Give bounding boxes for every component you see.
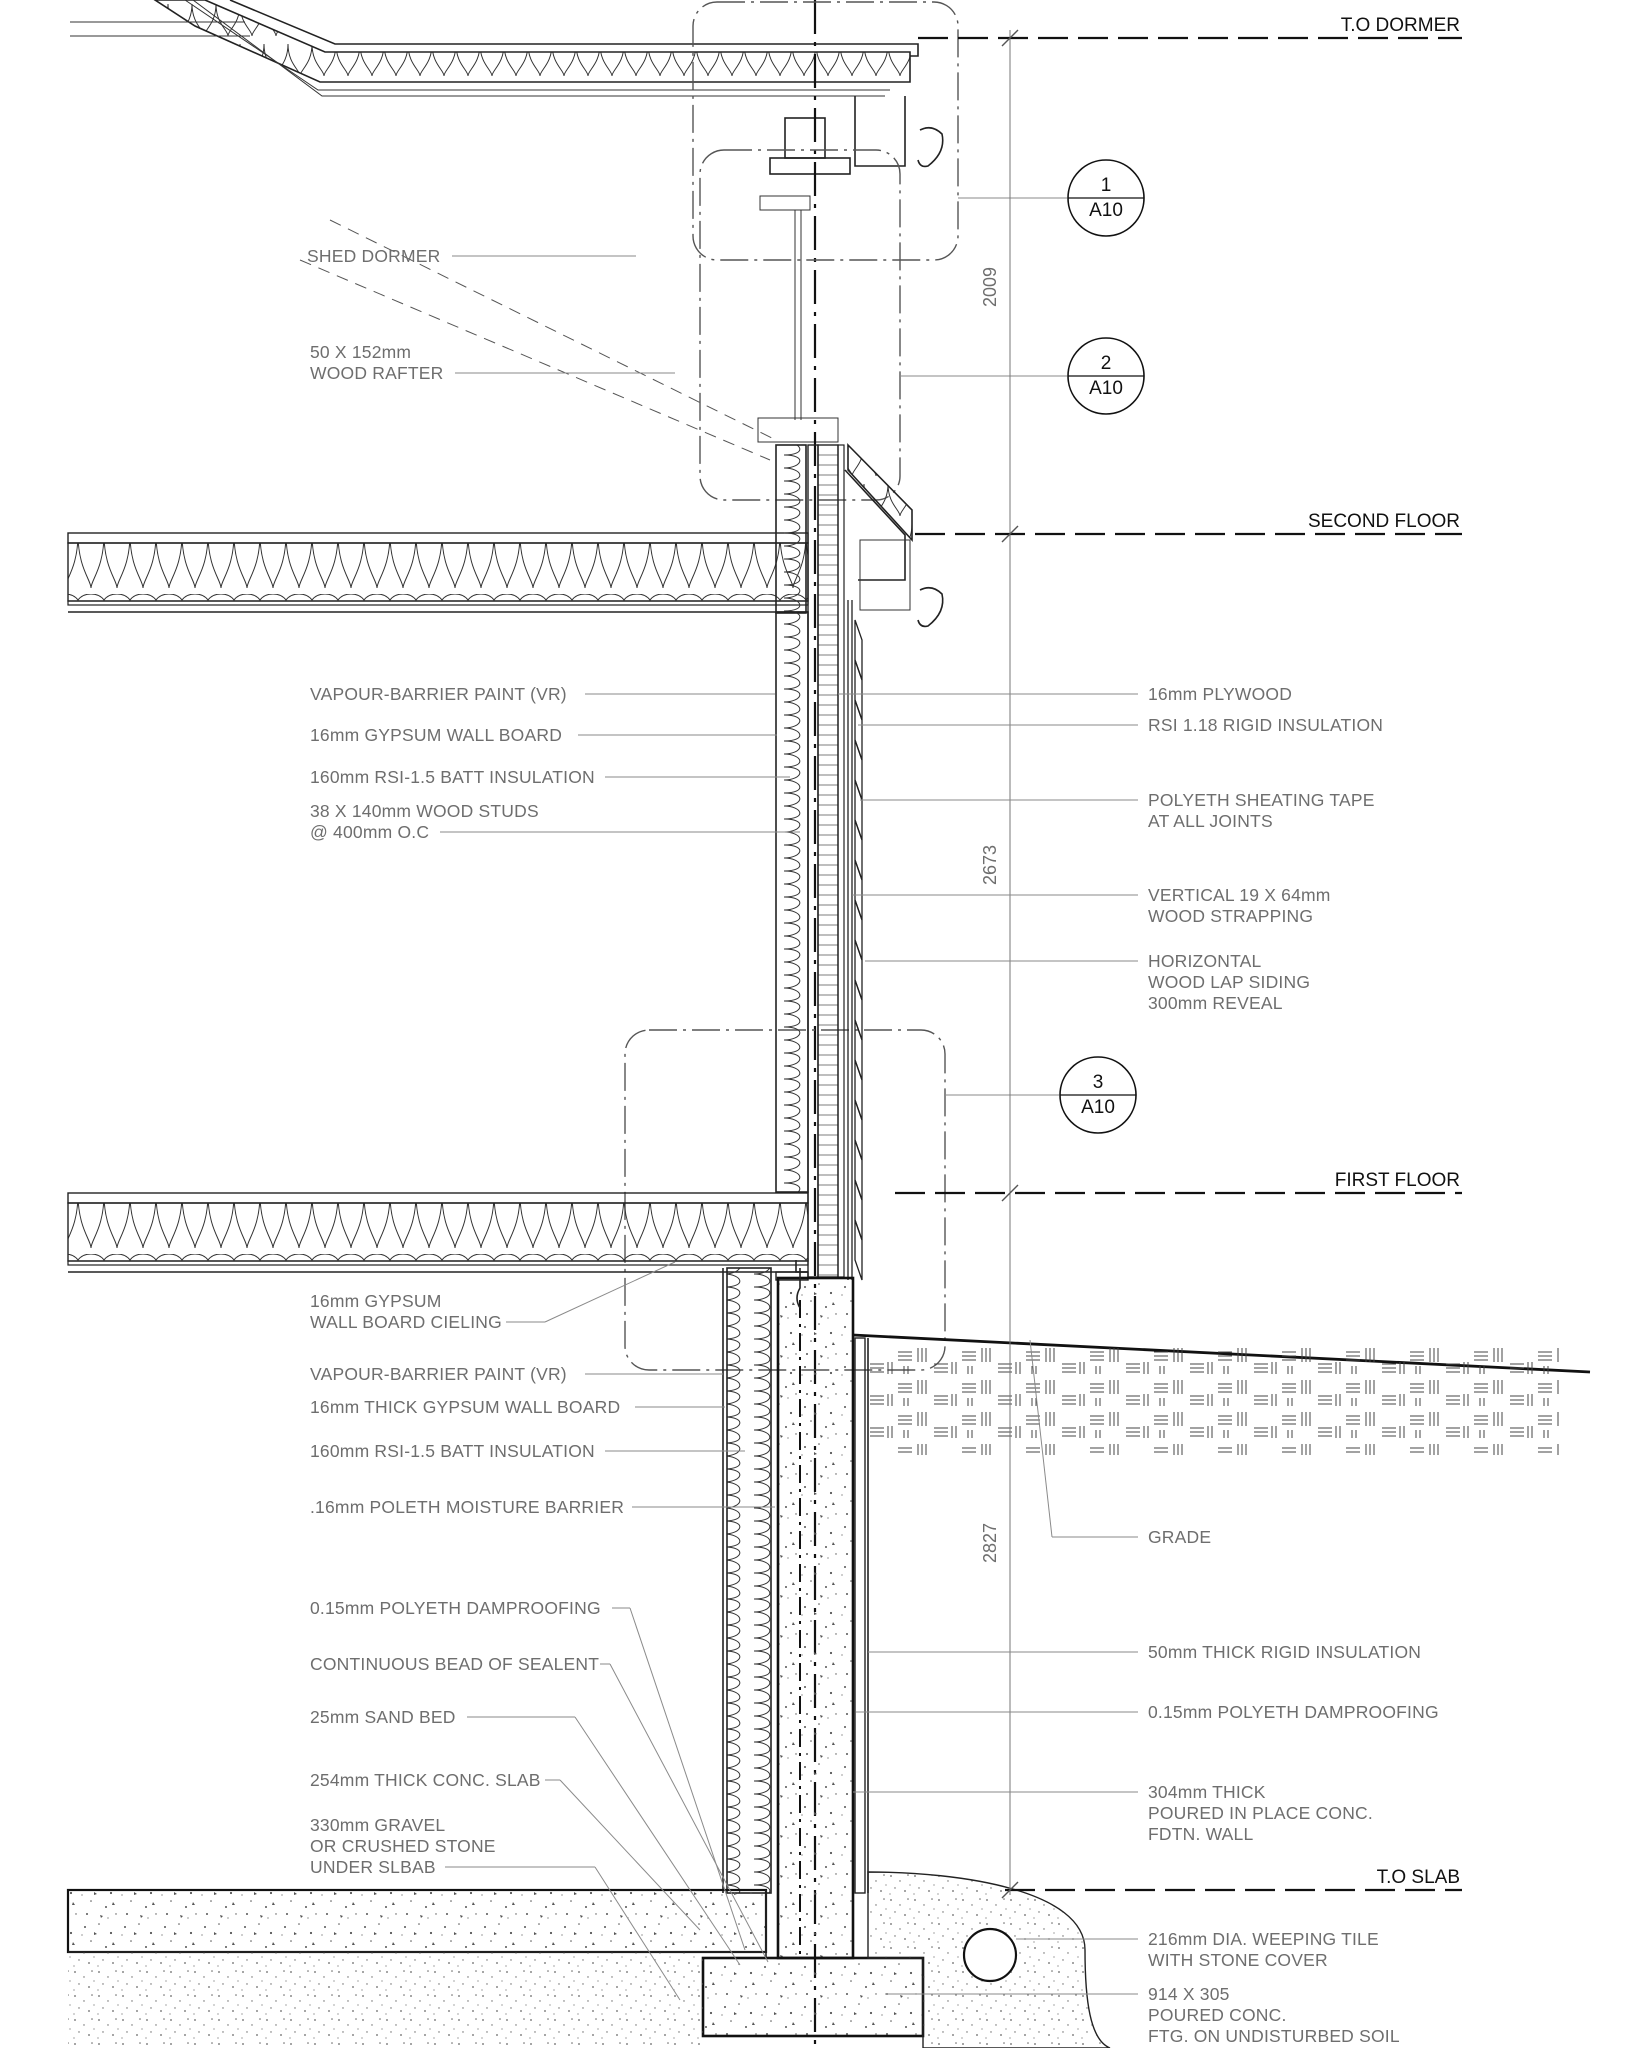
note-gypsum-thick: 16mm THICK GYPSUM WALL BOARD [310,1397,620,1417]
note-fdtn-wall: 304mm THICK [1148,1782,1266,1802]
note-rigid-50: 50mm THICK RIGID INSULATION [1148,1642,1421,1662]
detail-tag-3[interactable]: 3 A10 [1059,1056,1137,1134]
basement-interior-wall [722,1267,772,1894]
level-first-floor: FIRST FLOOR [895,1170,1462,1195]
note-rafter: 50 X 152mm [310,342,411,362]
slab-and-gravel [66,1888,768,2048]
weeping-tile [962,1927,1018,1983]
note-sand-bed: 25mm SAND BED [310,1707,456,1727]
note-batt: 160mm RSI-1.5 BATT INSULATION [310,1441,595,1461]
dimension-string: 2009 2673 2827 [980,29,1019,1899]
note-footing: POURED CONC. [1148,2005,1287,2025]
note-footing: FTG. ON UNDISTURBED SOIL [1148,2026,1400,2046]
lower-eave [844,443,944,628]
first-floor-assembly [67,1192,809,1273]
note-gravel: OR CRUSHED STONE [310,1836,496,1856]
level-to-dormer: T.O DORMER [918,15,1462,40]
note-weeping-tile: 216mm DIA. WEEPING TILE [1148,1929,1379,1949]
note-grade: GRADE [1148,1527,1211,1547]
level-label: SECOND FLOOR [1308,511,1460,532]
note-sheating-tape: POLYETH SHEATING TAPE [1148,790,1375,810]
note-gypsum: 16mm GYPSUM WALL BOARD [310,725,562,745]
level-second-floor: SECOND FLOOR [915,511,1462,536]
note-gravel: UNDER SLBAB [310,1857,436,1877]
note-vapour-paint: VAPOUR-BARRIER PAINT (VR) [310,1364,567,1384]
dimension-value: 2827 [980,1523,1000,1563]
note-gravel: 330mm GRAVEL [310,1815,445,1835]
callout-leaders [900,197,1067,1096]
right-annotations: 16mm PLYWOOD RSI 1.18 RIGID INSULATION P… [838,684,1439,2046]
note-conc-slab: 254mm THICK CONC. SLAB [310,1770,541,1790]
detail-sheet: A10 [1081,1097,1115,1118]
note-rafter: WOOD RAFTER [310,363,443,383]
dormer-roof [70,0,944,443]
level-to-slab: T.O SLAB [1005,1867,1462,1892]
note-dampproofing: 0.15mm POLYETH DAMPROOFING [1148,1702,1439,1722]
note-moisture-barrier: .16mm POLETH MOISTURE BARRIER [310,1497,624,1517]
note-lap-siding: 300mm REVEAL [1148,993,1283,1013]
detail-sheet: A10 [1089,200,1123,221]
note-studs: @ 400mm O.C [310,822,429,842]
note-weeping-tile: WITH STONE COVER [1148,1950,1328,1970]
dormer-guides [299,219,777,461]
foundation-wall [776,1260,869,1960]
note-fdtn-wall: FDTN. WALL [1148,1824,1253,1844]
detail-number: 2 [1101,353,1112,374]
second-floor-assembly [67,532,809,613]
lap-siding [847,600,863,1281]
dimension-value: 2009 [980,267,1000,307]
dimension-value: 2673 [980,845,1000,885]
note-ceiling: WALL BOARD CIELING [310,1312,502,1332]
note-strapping: WOOD STRAPPING [1148,906,1313,926]
note-studs: 38 X 140mm WOOD STUDS [310,801,539,821]
note-strapping: VERTICAL 19 X 64mm [1148,885,1331,905]
detail-tag-1[interactable]: 1 A10 [1067,159,1145,237]
detail-number: 3 [1093,1072,1104,1093]
left-annotations: SHED DORMER 50 X 152mm WOOD RAFTER VAPOU… [307,246,800,2001]
detail-sheet: A10 [1089,378,1123,399]
level-label: FIRST FLOOR [1335,1170,1460,1191]
note-plywood: 16mm PLYWOOD [1148,684,1292,704]
level-label: T.O SLAB [1377,1867,1460,1888]
note-lap-siding: WOOD LAP SIDING [1148,972,1310,992]
level-label: T.O DORMER [1341,15,1460,36]
note-rigid-insulation: RSI 1.18 RIGID INSULATION [1148,715,1383,735]
note-sealent: CONTINUOUS BEAD OF SEALENT [310,1654,599,1674]
upper-wall [775,444,845,1281]
note-fdtn-wall: POURED IN PLACE CONC. [1148,1803,1373,1823]
note-vapour-paint: VAPOUR-BARRIER PAINT (VR) [310,684,567,704]
note-shed-dormer: SHED DORMER [307,246,440,266]
footing [701,1956,925,2038]
detail-tag-2[interactable]: 2 A10 [1067,337,1145,415]
note-dampproofing: 0.15mm POLYETH DAMPROOFING [310,1598,601,1618]
detail-number: 1 [1101,175,1112,196]
note-ceiling: 16mm GYPSUM [310,1291,442,1311]
note-lap-siding: HORIZONTAL [1148,951,1262,971]
note-sheating-tape: AT ALL JOINTS [1148,811,1273,831]
note-footing: 914 X 305 [1148,1984,1230,2004]
grade [852,1333,1591,1455]
note-batt: 160mm RSI-1.5 BATT INSULATION [310,767,595,787]
